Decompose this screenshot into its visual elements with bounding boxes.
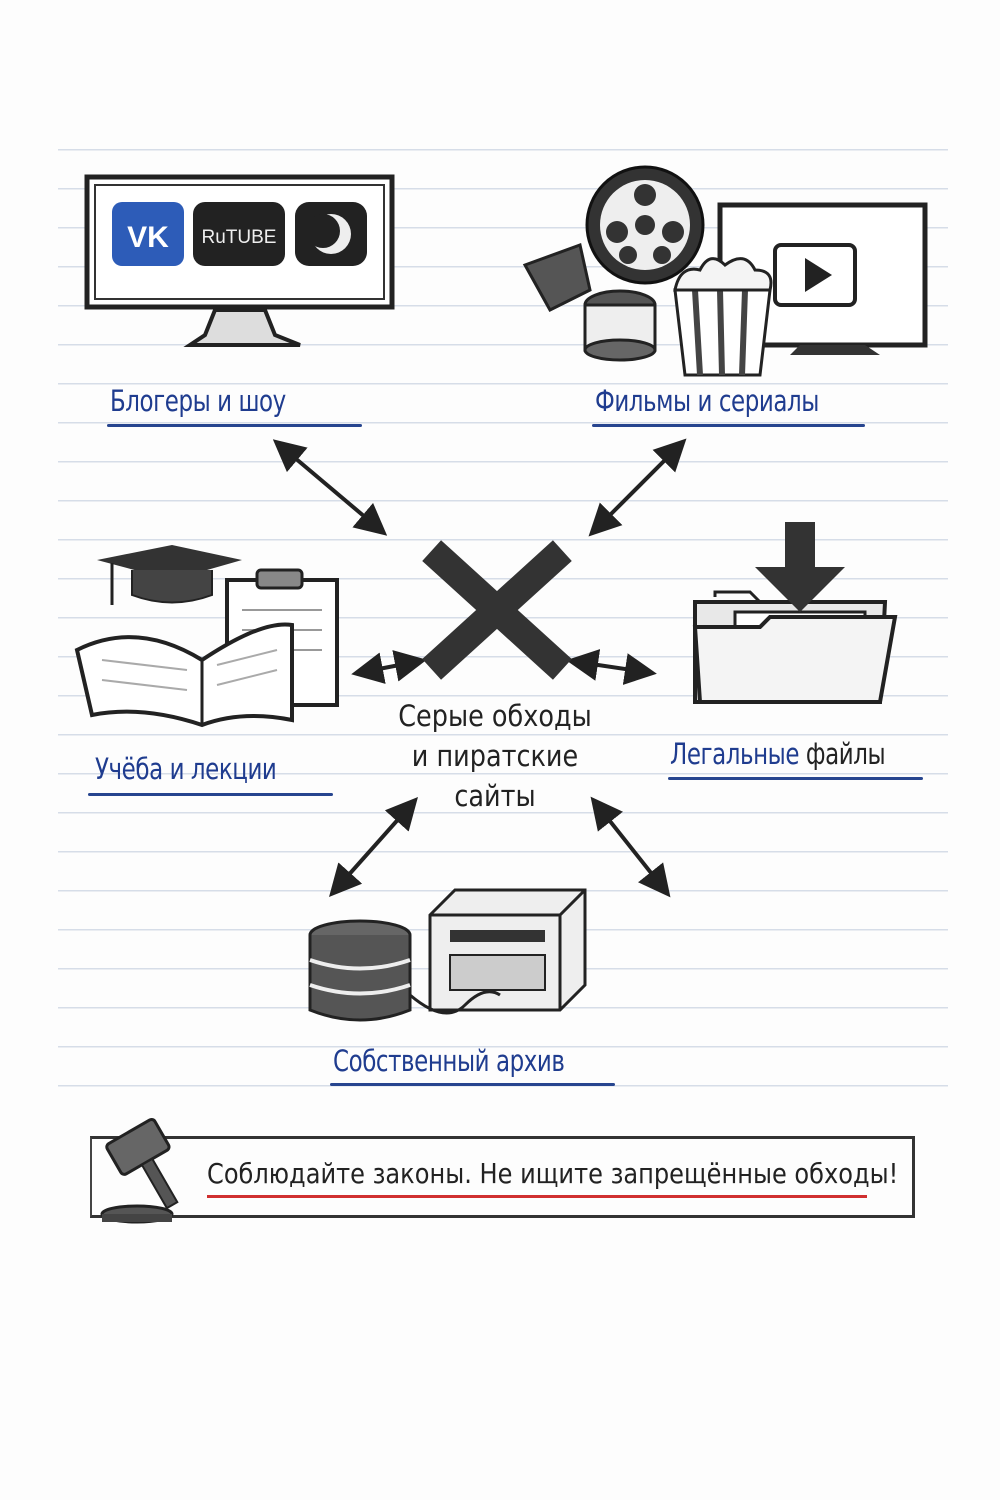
arrow-movies [588,438,687,537]
label-movies: Фильмы и сериалы [595,384,819,418]
label-study: Учёба и лекции [95,752,277,786]
label-legal-a: Легальные [670,737,800,771]
warning-underline [207,1195,867,1198]
label-bloggers: Блогеры и шоу [110,384,286,418]
arrow-legal [566,649,657,685]
center-line-1: Серые обходы [398,699,592,733]
rutube-logo [193,202,285,266]
arrow-study [351,650,427,684]
label-legal-b: файлы [805,737,886,771]
study-icon [74,545,339,728]
label-archive: Собственный архив [333,1044,565,1078]
underline [88,793,333,796]
x-cross-icon [422,540,572,680]
arrow-bloggers [272,439,388,536]
movies-icon [522,165,928,377]
warning-text: Соблюдайте законы. Не ищите запрещённые … [207,1157,899,1190]
center-node: Серые обходы и пиратские сайты [367,696,622,816]
underline [668,777,923,780]
gavel-icon [100,1117,179,1224]
folder-download-icon [692,522,898,704]
underline [592,424,865,427]
warning-banner: Соблюдайте законы. Не ищите запрещённые … [90,1117,915,1224]
arrows [272,438,687,898]
center-line-2: и пиратские сайты [411,739,579,813]
label-legal-files: Легальные файлы [670,737,886,771]
vk-logo [112,202,184,266]
arrow-archive-right [590,796,671,898]
svg-text:VK: VK [127,221,169,254]
underline [330,1083,615,1086]
archive-icon [308,888,587,1022]
arrow-archive [329,797,418,897]
monitor-icon: VK RuTUBE [84,174,395,347]
underline [107,424,362,427]
svg-text:RuTUBE: RuTUBE [202,227,277,248]
